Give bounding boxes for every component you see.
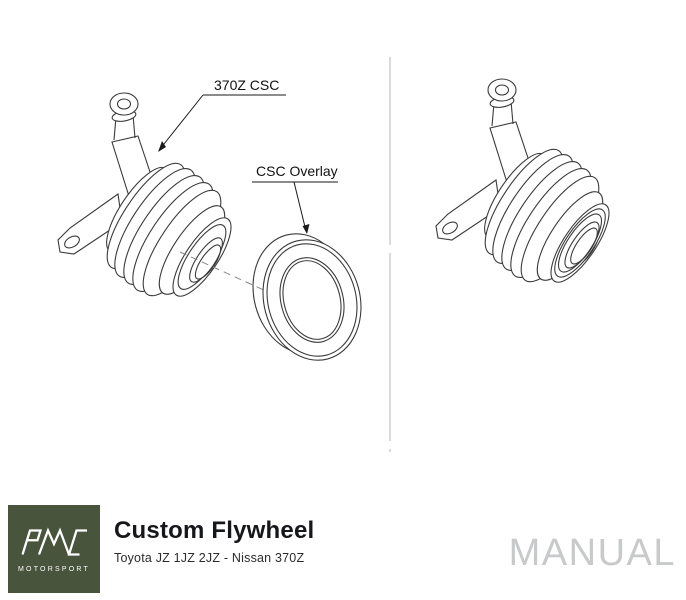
csc-technical-drawing xyxy=(57,57,620,452)
footer: MOTORSPORT Custom Flywheel Toyota JZ 1JZ… xyxy=(0,498,686,600)
csc-right-drawing xyxy=(435,78,620,293)
csc-overlay-ring-drawing xyxy=(252,233,362,361)
installed-bearing xyxy=(554,208,606,278)
diagram-area: 370Z CSC CSC Overlay xyxy=(57,57,620,452)
product-title: Custom Flywheel xyxy=(114,517,315,544)
pmc-logo: MOTORSPORT xyxy=(8,505,100,593)
pmc-monogram-icon xyxy=(21,527,87,556)
title-block: Custom Flywheel Toyota JZ 1JZ 2JZ - Niss… xyxy=(114,517,315,566)
label-csc-overlay: CSC Overlay xyxy=(256,163,338,179)
logo-motorsport-text: MOTORSPORT xyxy=(18,565,90,573)
leader-csc-overlay xyxy=(252,181,338,234)
leader-370z-csc xyxy=(158,94,286,152)
csc-left-drawing xyxy=(57,92,242,307)
manual-watermark: MANUAL xyxy=(508,532,676,574)
product-subtitle: Toyota JZ 1JZ 2JZ - Nissan 370Z xyxy=(114,551,305,566)
label-370z-csc: 370Z CSC xyxy=(214,77,280,93)
